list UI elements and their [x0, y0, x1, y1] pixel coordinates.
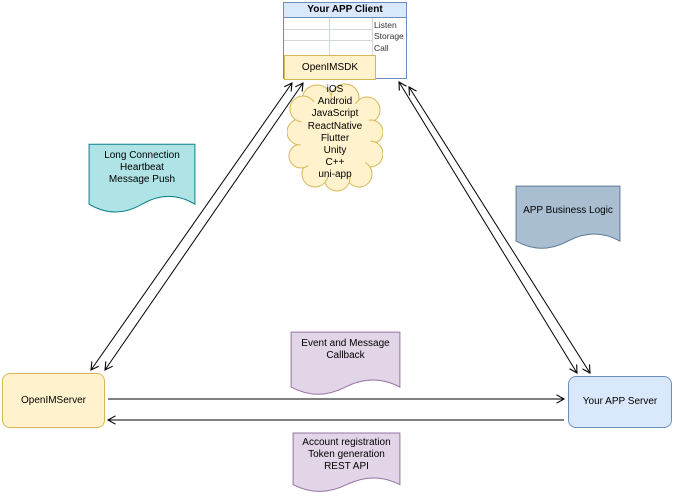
note-account-rest-api: Account registration Token generation RE… — [292, 432, 401, 494]
platform-javascript: JavaScript — [311, 108, 359, 120]
client-title: Your APP Client — [284, 3, 406, 18]
note-long-connection-text: Long Connection Heartbeat Message Push — [104, 150, 180, 185]
platform-uniapp: uni-app — [318, 169, 352, 181]
client-row-storage: Storage — [374, 31, 404, 41]
document-shape-gray — [515, 185, 621, 251]
node-platform-cloud: iOS Android JavaScript ReactNative Flutt… — [287, 82, 383, 192]
node-openimsdk: OpenIMSDK — [284, 55, 376, 80]
document-shape-teal — [88, 143, 196, 215]
cloud-shape-bumps — [287, 83, 383, 192]
platform-flutter: Flutter — [320, 132, 350, 144]
note-long-connection: Long Connection Heartbeat Message Push — [88, 143, 196, 215]
connector-openimserver-client-a — [90, 82, 293, 371]
client-grid-line-v — [372, 18, 373, 55]
note-app-business-logic: APP Business Logic — [515, 185, 621, 251]
client-row-call: Call — [374, 43, 389, 53]
document-shape-purple-callback — [290, 331, 401, 397]
platform-ios: iOS — [326, 84, 344, 95]
platform-list: iOS Android JavaScript ReactNative Flutt… — [287, 84, 383, 182]
node-your-app-server: Your APP Server — [568, 376, 672, 428]
platform-android: Android — [317, 96, 353, 108]
connector-openimserver-client-b — [104, 82, 304, 371]
platform-reactnative: ReactNative — [307, 120, 363, 132]
client-grid-line-h2 — [284, 40, 372, 41]
node-openimserver: OpenIMServer — [2, 373, 105, 428]
cloud-shape — [287, 83, 383, 192]
client-row-listen: Listen — [374, 20, 397, 30]
note-app-business-logic-text: APP Business Logic — [523, 205, 613, 216]
document-shape-purple-rest — [292, 432, 401, 494]
client-grid-line-v-yellow — [329, 18, 330, 55]
platform-unity: Unity — [323, 145, 347, 157]
note-account-rest-api-text: Account registration Token generation RE… — [302, 437, 391, 472]
client-grid-line-h1 — [284, 29, 372, 30]
note-event-message-callback: Event and Message Callback — [290, 331, 401, 397]
note-event-message-callback-text: Event and Message Callback — [301, 338, 390, 361]
platform-cpp: C++ — [325, 157, 345, 169]
node-your-app-client: Your APP Client Listen Storage Call Open… — [283, 2, 407, 80]
